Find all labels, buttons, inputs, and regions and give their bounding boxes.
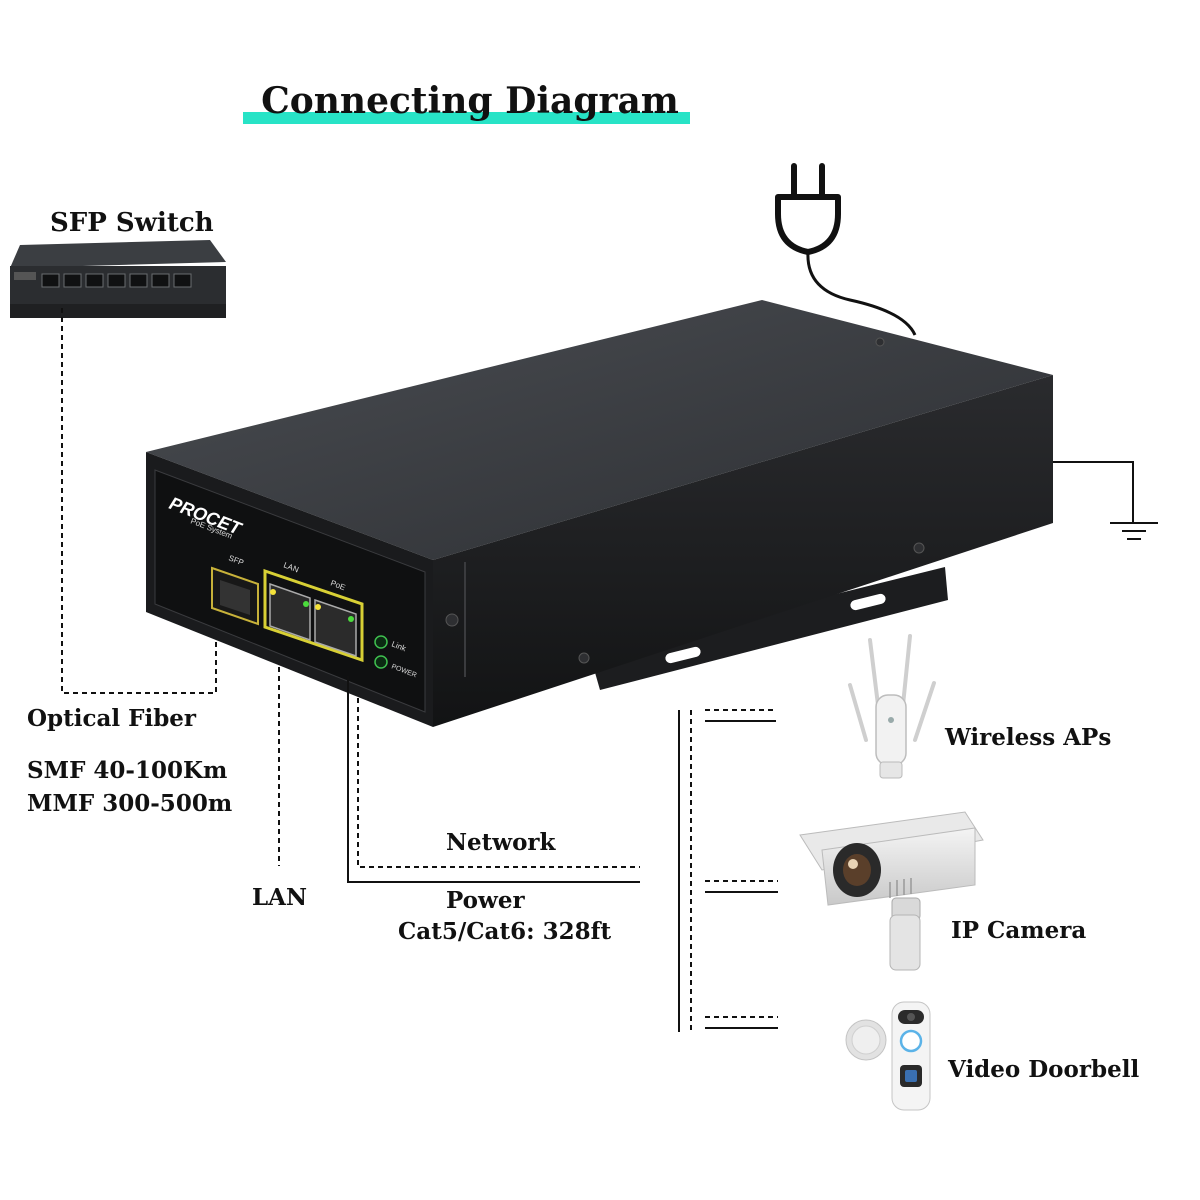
optical-fiber-line <box>61 308 217 694</box>
video-doorbell-label: Video Doorbell <box>948 1056 1140 1083</box>
sfp-switch-image <box>10 240 226 318</box>
cable-spec-label: Cat5/Cat6: 328ft <box>398 918 612 945</box>
title-underline <box>243 112 690 124</box>
ip-camera-image <box>799 811 984 971</box>
ground-symbol-icon <box>1050 461 1158 540</box>
wireless-aps-label: Wireless APs <box>945 724 1112 751</box>
page-title: Connecting Diagram <box>261 80 679 122</box>
poe-switch-device: PROCET PoE System SFP LAN PoE Link POWER <box>146 300 1053 727</box>
power-plug-icon <box>775 163 841 255</box>
lan-label: LAN <box>252 884 308 911</box>
mmf-label: MMF 300-500m <box>27 790 233 817</box>
power-cable <box>806 251 917 336</box>
sfp-switch-label: SFP Switch <box>50 208 214 238</box>
ip-camera-label: IP Camera <box>951 917 1087 944</box>
power-line <box>347 676 640 883</box>
power-label: Power <box>446 887 525 914</box>
smf-label: SMF 40-100Km <box>27 757 228 784</box>
network-line <box>357 698 640 868</box>
video-doorbell-image <box>845 1001 931 1111</box>
wireless-ap-image <box>848 634 936 742</box>
optical-fiber-label: Optical Fiber <box>27 705 197 732</box>
network-label: Network <box>446 829 556 856</box>
wireless-ap-body <box>875 694 907 779</box>
